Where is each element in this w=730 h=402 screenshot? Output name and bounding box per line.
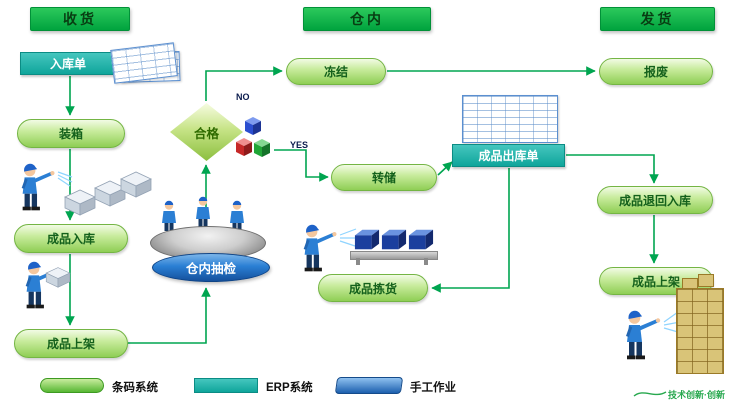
sampling-worker-icon [191,196,215,228]
worker-packing-icon [14,160,62,214]
legend-manual-label: 手工作业 [410,382,456,394]
branch-label-yes: YES [290,140,309,150]
legend-manual-shape [334,377,404,394]
header-shipping: 发货 [600,7,715,31]
worker-picking-icon [296,220,344,276]
pallet-box-icon [698,274,714,287]
inspection-cubes-icon [236,116,282,162]
node-sampling: 仓内抽检 [152,253,270,282]
worker-stacking-icon [618,306,668,364]
conveyor-box-icon [408,228,434,252]
node-return-inbound: 成品退回入库 [597,186,713,214]
watermark-swoosh [633,391,667,397]
node-qualified: 合格 [170,103,243,161]
legend-erp-shape [194,378,258,393]
node-freeze: 冻结 [286,58,386,85]
node-shelving-left: 成品上架 [14,329,128,358]
node-outbound-order: 成品出库单 [452,144,565,167]
legend-barcode-shape [40,378,104,393]
node-inbound-order: 入库单 [20,52,116,75]
carried-box-icon [44,266,72,288]
conveyor-leg [356,258,360,265]
legend-erp-label: ERP系统 [266,382,313,394]
conveyor-icon [350,251,438,260]
node-picking: 成品拣货 [318,274,428,302]
cube-red-icon [236,138,252,156]
conveyor-box-icon [381,228,407,252]
node-transfer: 转储 [331,164,437,191]
outbound-sheet-icon [462,95,558,143]
header-warehouse: 仓内 [303,7,431,31]
branch-label-no: NO [236,92,250,102]
node-scrap: 报废 [599,58,713,85]
header-receiving: 收货 [30,7,130,31]
watermark-text: 技术创新·创新 [668,390,725,400]
cube-blue-icon [245,117,261,135]
pallet-stack-icon [676,288,724,374]
sampling-worker-icon [157,200,181,232]
boxes-stack-icon [118,170,154,198]
conveyor-box-icon [354,228,380,252]
conveyor-leg [424,258,428,265]
legend-barcode-label: 条码系统 [112,382,158,394]
node-packing: 装箱 [17,119,125,148]
cube-green-icon [254,139,270,157]
node-finished-inbound: 成品入库 [14,224,128,253]
